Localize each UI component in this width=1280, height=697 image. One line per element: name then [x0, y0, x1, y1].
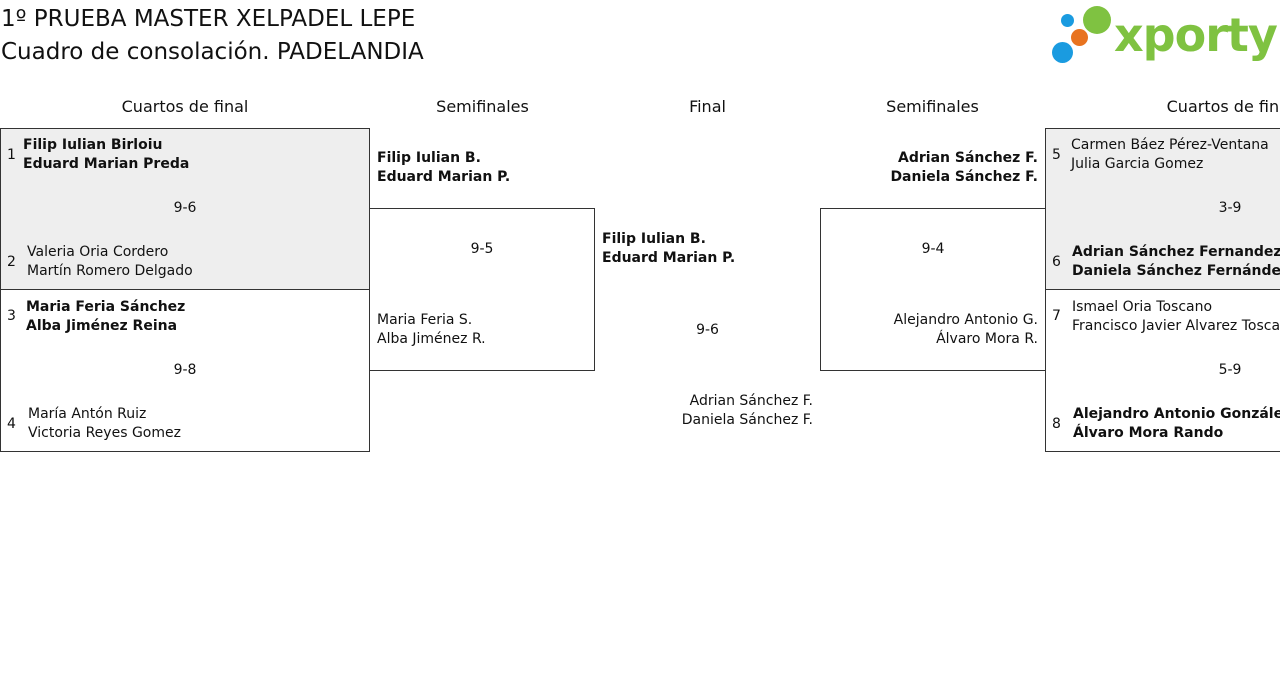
team-pair: Filip Iulian Birloiu Eduard Marian Preda	[23, 136, 189, 174]
match-qf-left-1	[0, 128, 370, 290]
seed-number: 3	[7, 308, 16, 324]
team-pair: Adrian Sánchez F. Daniela Sánchez F.	[820, 149, 1038, 187]
logo-dot-blue-small	[1061, 14, 1074, 27]
match-score: 9-8	[173, 362, 197, 378]
player-name: Adrian Sánchez F.	[689, 393, 813, 409]
round-header-final: Final	[689, 97, 726, 116]
team-pair: Alejandro Antonio González Álvaro Mora R…	[1073, 405, 1280, 443]
player-name: Filip Iulian B.	[602, 231, 706, 247]
player-name: Alejandro Antonio G.	[893, 312, 1038, 328]
team-pair: Alejandro Antonio G. Álvaro Mora R.	[820, 311, 1038, 349]
round-header-qf-left: Cuartos de final	[121, 97, 249, 116]
round-header-sf-right: Semifinales	[886, 97, 979, 116]
player-name: Alba Jiménez R.	[377, 331, 486, 347]
match-score: 9-5	[470, 241, 494, 257]
xporty-logo: xporty	[1052, 4, 1280, 68]
match-qf-right-2	[1045, 289, 1280, 452]
team-pair: Adrian Sánchez F. Daniela Sánchez F.	[595, 392, 813, 430]
seed-number: 6	[1052, 254, 1061, 270]
player-name: Julia Garcia Gomez	[1071, 156, 1204, 172]
team-pair: María Antón Ruiz Victoria Reyes Gomez	[28, 405, 181, 443]
player-name: Álvaro Mora R.	[936, 331, 1038, 347]
player-name: Victoria Reyes Gomez	[28, 425, 181, 441]
player-name: Eduard Marian Preda	[23, 156, 190, 172]
seed-number: 1	[7, 147, 16, 163]
match-score: 9-6	[696, 322, 719, 338]
team-pair: Filip Iulian B. Eduard Marian P.	[602, 230, 735, 268]
player-name: Daniela Sánchez F.	[890, 169, 1038, 185]
tournament-title: 1º PRUEBA MASTER XELPADEL LEPE	[1, 6, 416, 32]
round-header-sf-left: Semifinales	[436, 97, 529, 116]
team-pair: Adrian Sánchez Fernandez Daniela Sánchez…	[1072, 243, 1280, 281]
seed-number: 4	[7, 416, 16, 432]
player-name: Filip Iulian B.	[377, 150, 481, 166]
player-name: Adrian Sánchez Fernandez	[1072, 244, 1280, 260]
player-name: María Antón Ruiz	[28, 406, 147, 422]
page-title: 1º PRUEBA MASTER XELPADEL LEPE Cuadro de…	[1, 3, 424, 69]
player-name: Carmen Báez Pérez-Ventana	[1071, 137, 1269, 153]
match-score: 3-9	[1218, 200, 1242, 216]
seed-number: 8	[1052, 416, 1061, 432]
player-name: Alba Jiménez Reina	[26, 318, 178, 334]
draw-subtitle: Cuadro de consolación. PADELANDIA	[1, 39, 424, 65]
logo-dot-orange	[1071, 29, 1088, 46]
match-score: 9-6	[173, 200, 197, 216]
player-name: Maria Feria S.	[377, 312, 473, 328]
player-name: Eduard Marian P.	[377, 169, 511, 185]
player-name: Daniela Sánchez Fernández	[1072, 263, 1280, 279]
seed-number: 2	[7, 254, 16, 270]
team-pair: Valeria Oria Cordero Martín Romero Delga…	[27, 243, 193, 281]
seed-number: 7	[1052, 308, 1061, 324]
logo-text: xporty	[1114, 8, 1278, 62]
player-name: Daniela Sánchez F.	[681, 412, 813, 428]
team-pair: Carmen Báez Pérez-Ventana Julia Garcia G…	[1071, 136, 1269, 174]
player-name: Filip Iulian Birloiu	[23, 137, 163, 153]
player-name: Martín Romero Delgado	[27, 263, 193, 279]
player-name: Maria Feria Sánchez	[26, 299, 186, 315]
logo-dot-green	[1083, 6, 1111, 34]
team-pair: Ismael Oria Toscano Francisco Javier Alv…	[1072, 298, 1280, 336]
team-pair: Maria Feria Sánchez Alba Jiménez Reina	[26, 298, 185, 336]
player-name: Francisco Javier Alvarez Toscano	[1072, 318, 1280, 334]
player-name: Eduard Marian P.	[602, 250, 736, 266]
team-pair: Maria Feria S. Alba Jiménez R.	[377, 311, 486, 349]
player-name: Ismael Oria Toscano	[1072, 299, 1213, 315]
match-qf-right-1	[1045, 128, 1280, 290]
seed-number: 5	[1052, 147, 1061, 163]
match-sf-left	[369, 208, 595, 371]
logo-dot-blue	[1052, 42, 1073, 63]
player-name: Valeria Oria Cordero	[27, 244, 169, 260]
player-name: Álvaro Mora Rando	[1073, 425, 1224, 441]
player-name: Alejandro Antonio González	[1073, 406, 1280, 422]
match-score: 5-9	[1218, 362, 1242, 378]
player-name: Adrian Sánchez F.	[898, 150, 1038, 166]
round-header-qf-right: Cuartos de final	[1166, 97, 1280, 116]
team-pair: Filip Iulian B. Eduard Marian P.	[377, 149, 510, 187]
match-score: 9-4	[921, 241, 945, 257]
